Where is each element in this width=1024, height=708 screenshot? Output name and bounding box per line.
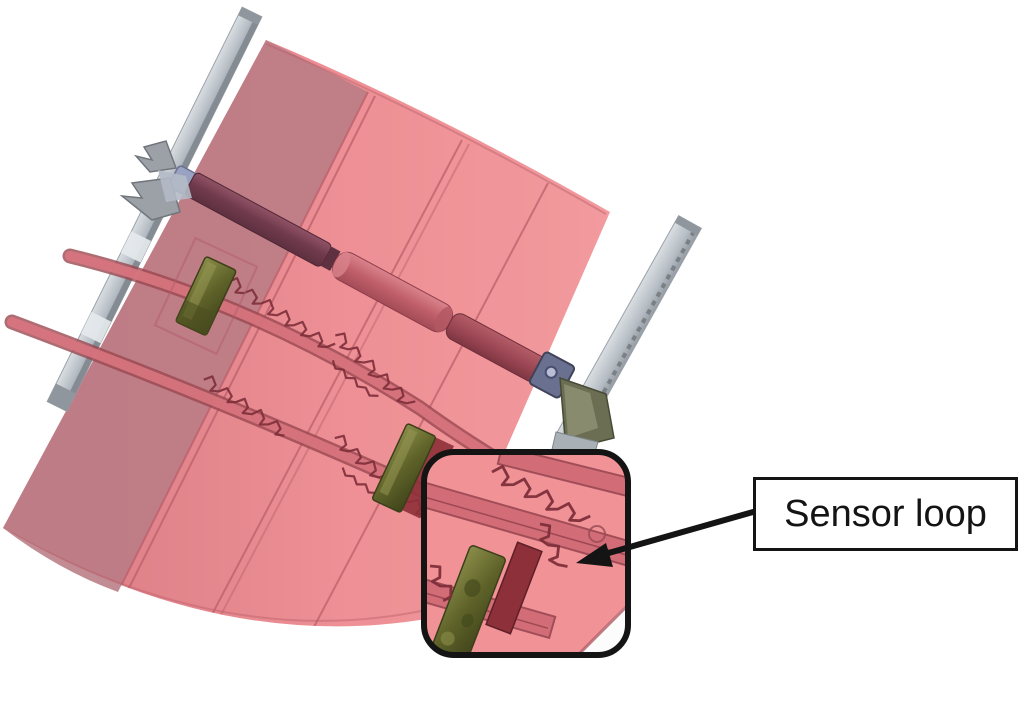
sail-panel-seams: [9, 43, 607, 627]
inset-red-patch: [485, 541, 543, 635]
sensor-loop-label: Sensor loop: [753, 477, 1018, 551]
clamp-hub: [158, 170, 192, 202]
linear-actuator-cylinder: [168, 165, 547, 383]
inset-sensor-wires: [429, 465, 591, 602]
rail-clamp-brackets: [119, 140, 192, 221]
sensor-housing-block-1: [153, 236, 259, 356]
magnifier-inset: [421, 449, 631, 658]
inset-border: [421, 449, 631, 658]
callout-arrow: [576, 509, 756, 567]
inset-sensor-housing: [430, 545, 506, 655]
